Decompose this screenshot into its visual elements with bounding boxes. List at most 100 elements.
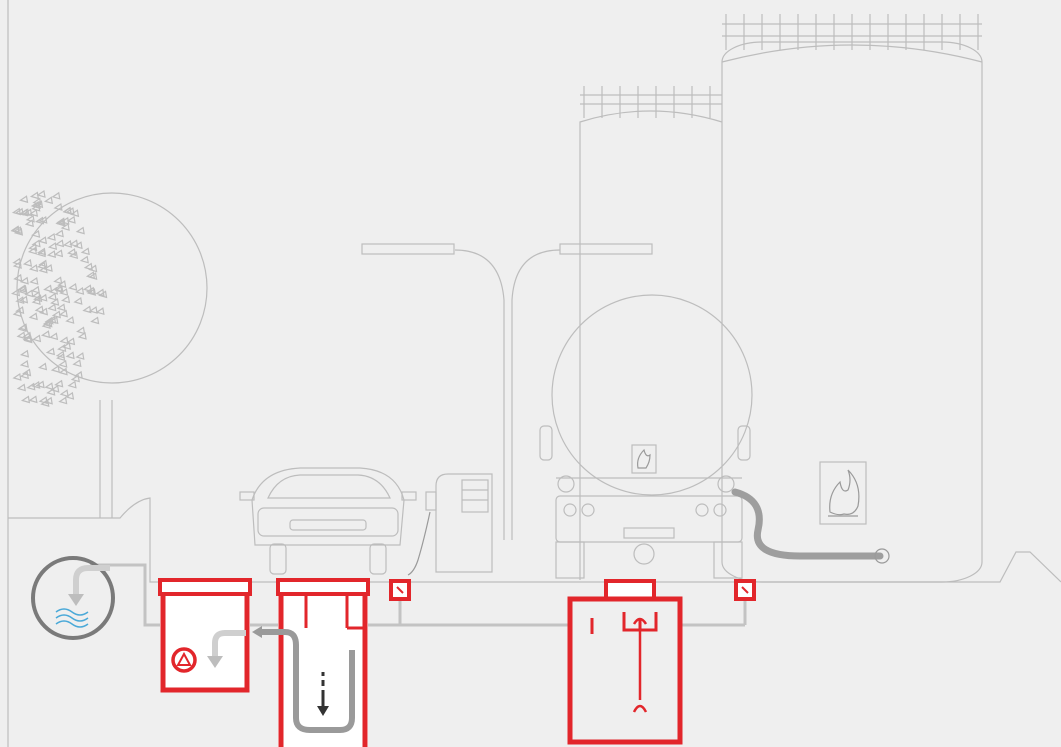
leaf [98, 290, 108, 299]
leaf [29, 191, 40, 200]
leaf [65, 351, 75, 360]
leaf [58, 309, 68, 318]
leaf [13, 273, 23, 282]
leaf [62, 240, 73, 248]
leaf [43, 284, 53, 293]
leaf [53, 203, 63, 211]
leaf [61, 342, 72, 350]
leaf [82, 284, 93, 293]
leaf [35, 216, 45, 225]
leaf [22, 331, 32, 340]
leaf [85, 271, 96, 280]
leaf [67, 248, 77, 256]
leaf [15, 296, 25, 305]
leaf [24, 219, 34, 228]
leaf [18, 284, 28, 293]
tanker-truck-icon [539, 294, 890, 579]
leaf [46, 233, 56, 241]
leaf [38, 293, 48, 302]
leaf [65, 337, 76, 346]
leaf [30, 285, 40, 294]
leaf [42, 318, 53, 327]
leaf [15, 306, 25, 315]
leaf [59, 288, 69, 296]
leaf [48, 286, 59, 295]
leaf [31, 334, 42, 343]
leaf [12, 261, 22, 269]
street-lamp-icon [361, 243, 653, 540]
leaf [18, 323, 28, 332]
leaf [95, 307, 105, 316]
leaf [55, 350, 65, 359]
leaf [79, 255, 89, 264]
leaf [31, 239, 41, 248]
leaf [28, 243, 38, 252]
fuel-pump-icon [407, 473, 493, 576]
leaf [45, 347, 55, 356]
leaf [64, 391, 75, 400]
leaf [43, 263, 53, 272]
leaf [43, 396, 53, 405]
leaf [58, 396, 68, 405]
leaf [65, 316, 75, 324]
leaf [57, 344, 67, 352]
leaf [50, 365, 60, 373]
leaf [59, 336, 69, 345]
leaf [73, 296, 83, 305]
leaf [24, 289, 34, 298]
leaf [53, 276, 63, 285]
leaf [50, 297, 60, 306]
leaf [19, 349, 30, 358]
leaf [32, 197, 42, 206]
leaf [72, 359, 82, 368]
leaf [88, 306, 98, 314]
leaf [50, 384, 60, 393]
leaf [18, 295, 29, 304]
leaf [10, 288, 21, 297]
leaf [82, 305, 92, 314]
leaf [68, 282, 78, 291]
leaf [46, 387, 56, 396]
sludge-trap-icon [567, 579, 683, 745]
leaf [30, 200, 40, 209]
leaf [73, 241, 83, 250]
leaf [51, 191, 61, 200]
flammable-icon [819, 461, 867, 525]
leaf [22, 258, 33, 267]
leaf [88, 264, 98, 273]
leaf [16, 331, 26, 340]
leaf [46, 250, 57, 258]
leaf [54, 285, 64, 294]
leaf [70, 374, 80, 383]
leaf [10, 225, 20, 234]
leaf [56, 303, 66, 312]
leaf [34, 305, 44, 314]
leaf [23, 335, 33, 344]
leaf [55, 218, 65, 227]
leaf [28, 312, 38, 321]
leaf [29, 277, 39, 285]
water-icon [31, 556, 115, 640]
leaf [76, 326, 86, 335]
leaf [43, 196, 54, 205]
leaf [86, 288, 97, 296]
leaf [31, 230, 41, 238]
leaf [59, 389, 69, 398]
leaf [90, 316, 100, 325]
leaf [77, 331, 87, 340]
coalescing-separator-icon [252, 578, 370, 747]
leaf [75, 287, 85, 295]
leaf [37, 362, 48, 371]
leaf [44, 382, 54, 391]
leaf [19, 276, 29, 285]
leaf [47, 303, 57, 312]
leaf [31, 380, 41, 389]
leaf [35, 380, 45, 389]
leaf [22, 368, 32, 377]
leaf [36, 190, 46, 198]
leaf [38, 259, 48, 268]
leaf [53, 284, 63, 293]
leaf [19, 208, 29, 217]
leaf [28, 264, 39, 273]
drain-pipes [90, 563, 747, 627]
